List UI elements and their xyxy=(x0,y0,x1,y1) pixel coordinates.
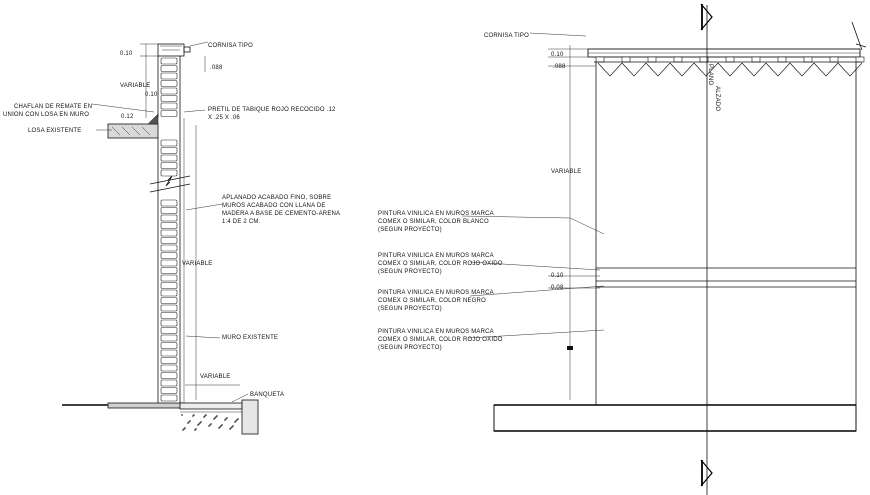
dim-010: 0.10 xyxy=(120,51,133,57)
brick xyxy=(160,110,178,117)
elev-dim-010b: 0.10 xyxy=(551,273,564,279)
brick xyxy=(160,169,178,177)
label-alzado: ALZADO xyxy=(714,86,720,111)
label-pretil-2: X .25 X .06 xyxy=(208,115,240,121)
brick xyxy=(160,372,178,379)
brick xyxy=(160,95,178,102)
note-4-line-1: PINTURA VINILICA EN MUROS MARCA xyxy=(378,329,494,335)
brick xyxy=(160,80,178,87)
label-chaflan-1: CHAFLAN DE REMATE EN xyxy=(14,104,92,110)
base-slab xyxy=(493,404,857,432)
label-aplanado-3: MADERA A BASE DE CEMENTO-ARENA xyxy=(222,211,340,217)
note-2-line-3: (SEGUN PROYECTO) xyxy=(378,269,442,275)
brick xyxy=(160,207,178,214)
brick xyxy=(160,282,178,289)
brick xyxy=(160,289,178,297)
label-aplanado-4: 1:4 DE 2 CM. xyxy=(222,219,261,225)
label-muro: MURO EXISTENTE xyxy=(222,335,278,341)
brick xyxy=(160,357,178,364)
label-banqueta: BANQUETA xyxy=(250,392,284,398)
label-aplanado-1: APLANADO ACABADO FINO, SOBRE xyxy=(222,195,331,201)
brick xyxy=(160,237,178,244)
wall-section: CORNISA TIPO 0.10 .088 VARIABLE 0.10 CHA… xyxy=(3,41,340,435)
elev-label-variable: VARIABLE xyxy=(551,169,582,175)
note-3-line-1: PINTURA VINILICA EN MUROS MARCA xyxy=(378,290,494,296)
brick xyxy=(160,162,178,169)
brick xyxy=(160,364,178,372)
note-3-line-3: (SEGUN PROYECTO) xyxy=(378,306,442,312)
dim-088: .088 xyxy=(210,65,223,71)
chamfer xyxy=(147,113,159,125)
note-4-line-3: (SEGUN PROYECTO) xyxy=(378,345,442,351)
label-losa: LOSA EXISTENTE xyxy=(28,128,81,134)
brick xyxy=(160,312,178,319)
brick xyxy=(160,57,178,65)
dim-012: 0.12 xyxy=(121,114,134,120)
note-2-line-2: COMEX O SIMILAR, COLOR ROJO OXIDO xyxy=(378,261,503,267)
brick xyxy=(160,274,178,282)
cornice-corbels xyxy=(595,56,865,63)
label-cornisa: CORNISA TIPO xyxy=(208,43,253,49)
brick-wall xyxy=(160,57,178,402)
brick xyxy=(160,154,178,162)
brick xyxy=(160,394,178,402)
banqueta-slab xyxy=(179,402,243,410)
label-variable-bot: VARIABLE xyxy=(200,374,231,380)
note-1-line-3: (SEGUN PROYECTO) xyxy=(378,227,442,233)
brick xyxy=(160,244,178,252)
brick xyxy=(160,334,178,342)
dim-010b: 0.10 xyxy=(145,92,158,98)
brick xyxy=(160,319,178,327)
elevation-view: CORNISA TIPO 0.10 .088 VARIABLE 0.10 0.0… xyxy=(378,3,867,495)
brick xyxy=(160,387,178,394)
note-1-line-2: COMEX O SIMILAR, COLOR BLANCO xyxy=(378,219,489,225)
brick xyxy=(160,349,178,357)
note-1-line-1: PINTURA VINILICA EN MUROS MARCA xyxy=(378,211,494,217)
brick xyxy=(160,304,178,312)
brick xyxy=(160,267,178,274)
elev-dim-088: .088 xyxy=(553,64,566,70)
note-4-line-2: COMEX O SIMILAR, COLOR ROJO OXIDO xyxy=(378,337,503,343)
brick xyxy=(160,147,178,154)
brick xyxy=(160,139,178,147)
brick xyxy=(160,72,178,80)
elev-dim-010: 0.10 xyxy=(551,52,564,58)
brick xyxy=(160,199,178,207)
label-aplanado-2: MUROS ACABADO CON LLANA DE xyxy=(222,203,326,209)
section-marker-bottom xyxy=(700,459,713,487)
note-3-line-2: COMEX O SIMILAR, COLOR NEGRO xyxy=(378,298,486,304)
brick xyxy=(160,342,178,349)
existing-slab xyxy=(107,123,159,139)
label-variable-top: VARIABLE xyxy=(120,83,151,89)
brick xyxy=(160,102,178,110)
brick xyxy=(160,379,178,387)
brick xyxy=(160,297,178,304)
label-variable-mid: VARIABLE xyxy=(182,261,213,267)
brick xyxy=(160,214,178,222)
note-2-line-1: PINTURA VINILICA EN MUROS MARCA xyxy=(378,253,494,259)
brick xyxy=(160,229,178,237)
elev-label-cornisa: CORNISA TIPO xyxy=(484,33,529,39)
section-marker-top xyxy=(700,3,713,31)
label-pretil-1: PRETIL DE TABIQUE ROJO RECOCIDO .12 xyxy=(208,107,336,113)
brick xyxy=(160,87,178,95)
brick xyxy=(160,259,178,267)
brick xyxy=(160,222,178,229)
cornice-zigzag xyxy=(597,62,863,77)
label-chaflan-2: UNION CON LOSA EN MURO xyxy=(3,112,89,118)
gravel-fill xyxy=(181,414,239,431)
brick xyxy=(160,65,178,72)
brick xyxy=(160,252,178,259)
brick xyxy=(160,327,178,334)
elev-dim-008: 0.08 xyxy=(551,285,564,291)
label-plano: PLANO xyxy=(707,64,713,85)
